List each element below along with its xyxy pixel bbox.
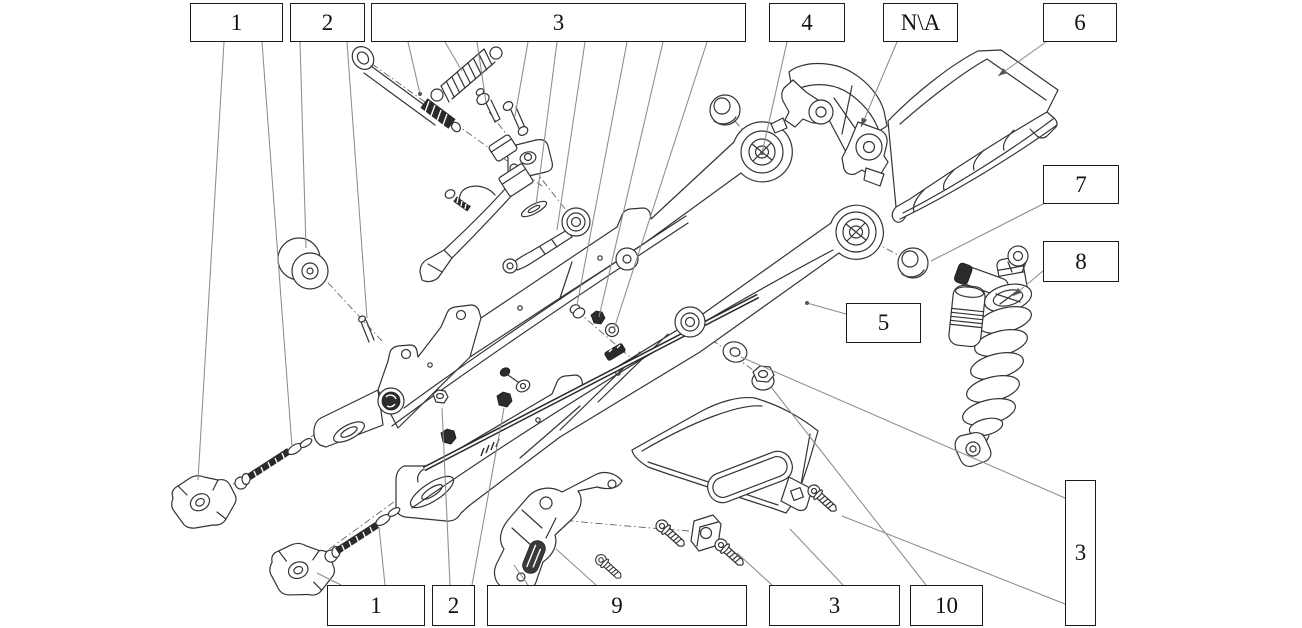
callout-label: 1 bbox=[230, 9, 243, 35]
callout-label: 1 bbox=[370, 592, 382, 618]
callout-1-bottom: 1 bbox=[327, 585, 425, 626]
tension-spring bbox=[430, 46, 503, 103]
callout-4-top: 4 bbox=[769, 3, 845, 42]
callout-label: 8 bbox=[1075, 248, 1087, 274]
leader-dot bbox=[805, 301, 809, 305]
shock-absorber bbox=[948, 245, 1033, 468]
callout-label: 2 bbox=[447, 592, 460, 618]
callout-label: 2 bbox=[321, 9, 334, 35]
callout-1-top: 1 bbox=[190, 3, 283, 42]
callout-6-top: 6 bbox=[1043, 3, 1117, 42]
leader-arrow bbox=[1013, 287, 1022, 296]
pivot-axle-bolt bbox=[351, 46, 461, 133]
callout-label: 4 bbox=[801, 9, 813, 35]
callout-3-right-vertical: 3 bbox=[1065, 480, 1096, 626]
callout-7-right: 7 bbox=[1043, 165, 1119, 204]
callout-2-bottom: 2 bbox=[432, 585, 475, 626]
callout-10-bottom: 10 bbox=[910, 585, 983, 626]
leader-arrow bbox=[998, 68, 1008, 76]
relay-arm-bracket bbox=[770, 63, 889, 187]
adjuster-bolts bbox=[234, 315, 401, 563]
callout-na-top: N\A bbox=[883, 3, 958, 42]
mud-flap bbox=[887, 49, 1059, 223]
callout-3-bottom: 3 bbox=[769, 585, 900, 626]
leader-arrow bbox=[861, 117, 868, 127]
pivot-bushing-upper bbox=[709, 94, 741, 126]
pivot-bushing-right bbox=[897, 247, 929, 279]
chain-guard bbox=[631, 396, 819, 552]
swingarm-upper-arm bbox=[313, 121, 793, 448]
callout-9-bottom: 9 bbox=[487, 585, 747, 626]
callout-label: 5 bbox=[877, 310, 890, 335]
callout-label: 3 bbox=[1074, 540, 1087, 565]
small-hardware-top bbox=[475, 88, 548, 218]
leader-dot bbox=[760, 151, 764, 155]
callout-label: 10 bbox=[935, 592, 958, 618]
callout-8-right: 8 bbox=[1043, 241, 1119, 282]
callout-3-top: 3 bbox=[371, 3, 746, 42]
callout-label: 7 bbox=[1075, 171, 1087, 197]
callout-2-top: 2 bbox=[290, 3, 365, 42]
callout-label: 3 bbox=[828, 592, 841, 618]
linkage-arm bbox=[502, 207, 591, 274]
callout-label: 9 bbox=[611, 592, 623, 618]
swingarm-lower-arm bbox=[395, 204, 884, 522]
leader-lines bbox=[197, 41, 1066, 605]
callout-label: 6 bbox=[1074, 9, 1086, 35]
callout-5-mid: 5 bbox=[846, 303, 921, 343]
chain-adjuster-blocks bbox=[171, 475, 339, 602]
chain-guide bbox=[493, 471, 623, 593]
callout-label: N\A bbox=[900, 9, 941, 35]
callout-label: 3 bbox=[552, 9, 565, 35]
chain-roller bbox=[277, 237, 329, 290]
leader-dot bbox=[418, 92, 422, 96]
